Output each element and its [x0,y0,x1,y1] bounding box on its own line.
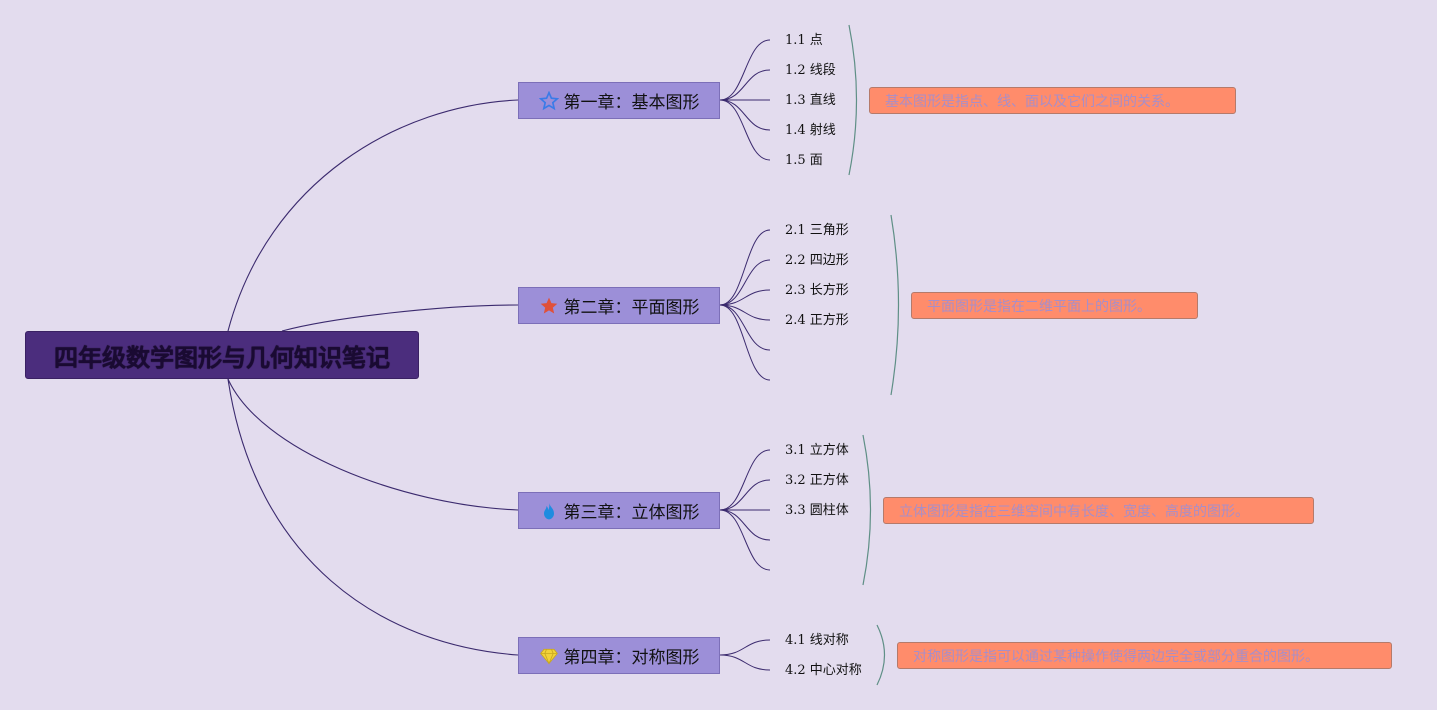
leaf-connector [719,639,771,656]
leaf-connector [719,99,771,161]
leaf-1-3[interactable]: 1.3 直线 [785,93,836,108]
summary-note-3[interactable]: 立体图形是指在三维空间中有长度、宽度、高度的图形。 [883,497,1314,524]
leaf-connector [719,289,771,306]
leaf-4-2[interactable]: 4.2 中心对称 [785,663,862,678]
leaf-connector [719,304,771,351]
summary-bracket [848,24,858,176]
leaf-1-4[interactable]: 1.4 射线 [785,123,836,138]
leaf-2-3[interactable]: 2.3 长方形 [785,283,849,298]
leaf-connector [719,39,771,101]
leaf-connector [719,654,771,671]
leaf-connector [719,229,771,306]
leaf-connector [719,304,771,321]
summary-note-1[interactable]: 基本图形是指点、线、面以及它们之间的关系。 [869,87,1236,114]
root-connector [227,378,519,656]
leaf-1-1[interactable]: 1.1 点 [785,33,823,48]
leaf-2-1[interactable]: 2.1 三角形 [785,223,849,238]
root-connector [281,304,519,332]
leaf-2-2[interactable]: 2.2 四边形 [785,253,849,268]
root-connector [227,378,519,511]
summary-note-2[interactable]: 平面图形是指在二维平面上的图形。 [911,292,1198,319]
leaf-connector [719,479,771,511]
chapter-node-3[interactable]: 第三章：立体图形 [518,492,720,529]
leaf-1-5[interactable]: 1.5 面 [785,153,823,168]
summary-note-4[interactable]: 对称图形是指可以通过某种操作使得两边完全或部分重合的图形。 [897,642,1392,669]
chapter-node-1[interactable]: 第一章：基本图形 [518,82,720,119]
leaf-connector [719,99,771,131]
leaf-connector [719,449,771,511]
diamond-icon [539,648,558,665]
leaf-connector [719,304,771,381]
leaf-3-3[interactable]: 3.3 圆柱体 [785,503,849,518]
chapter-title: 第三章：立体图形 [563,503,700,523]
leaf-connector [719,509,771,541]
flame-icon [543,502,554,519]
chapter-title: 第一章：基本图形 [563,93,700,113]
chapter-title: 第二章：平面图形 [563,298,700,318]
star-outline-icon [538,90,559,110]
summary-bracket [890,214,900,396]
leaf-2-4[interactable]: 2.4 正方形 [785,313,849,328]
chapter-title: 第四章：对称图形 [563,648,700,668]
leaf-connector [719,259,771,306]
summary-bracket [876,624,886,686]
leaf-3-2[interactable]: 3.2 正方体 [785,473,849,488]
leaf-connector [719,69,771,101]
star-filled-icon [540,297,557,313]
root-title: 四年级数学图形与几何知识笔记 [54,343,390,372]
leaf-3-1[interactable]: 3.1 立方体 [785,443,849,458]
summary-bracket [862,434,872,586]
chapter-node-4[interactable]: 第四章：对称图形 [518,637,720,674]
leaf-1-2[interactable]: 1.2 线段 [785,63,836,78]
root-node[interactable]: 四年级数学图形与几何知识笔记 [25,331,419,379]
root-connector [227,99,519,332]
leaf-connector [719,509,771,571]
leaf-4-1[interactable]: 4.1 线对称 [785,633,849,648]
chapter-node-2[interactable]: 第二章：平面图形 [518,287,720,324]
